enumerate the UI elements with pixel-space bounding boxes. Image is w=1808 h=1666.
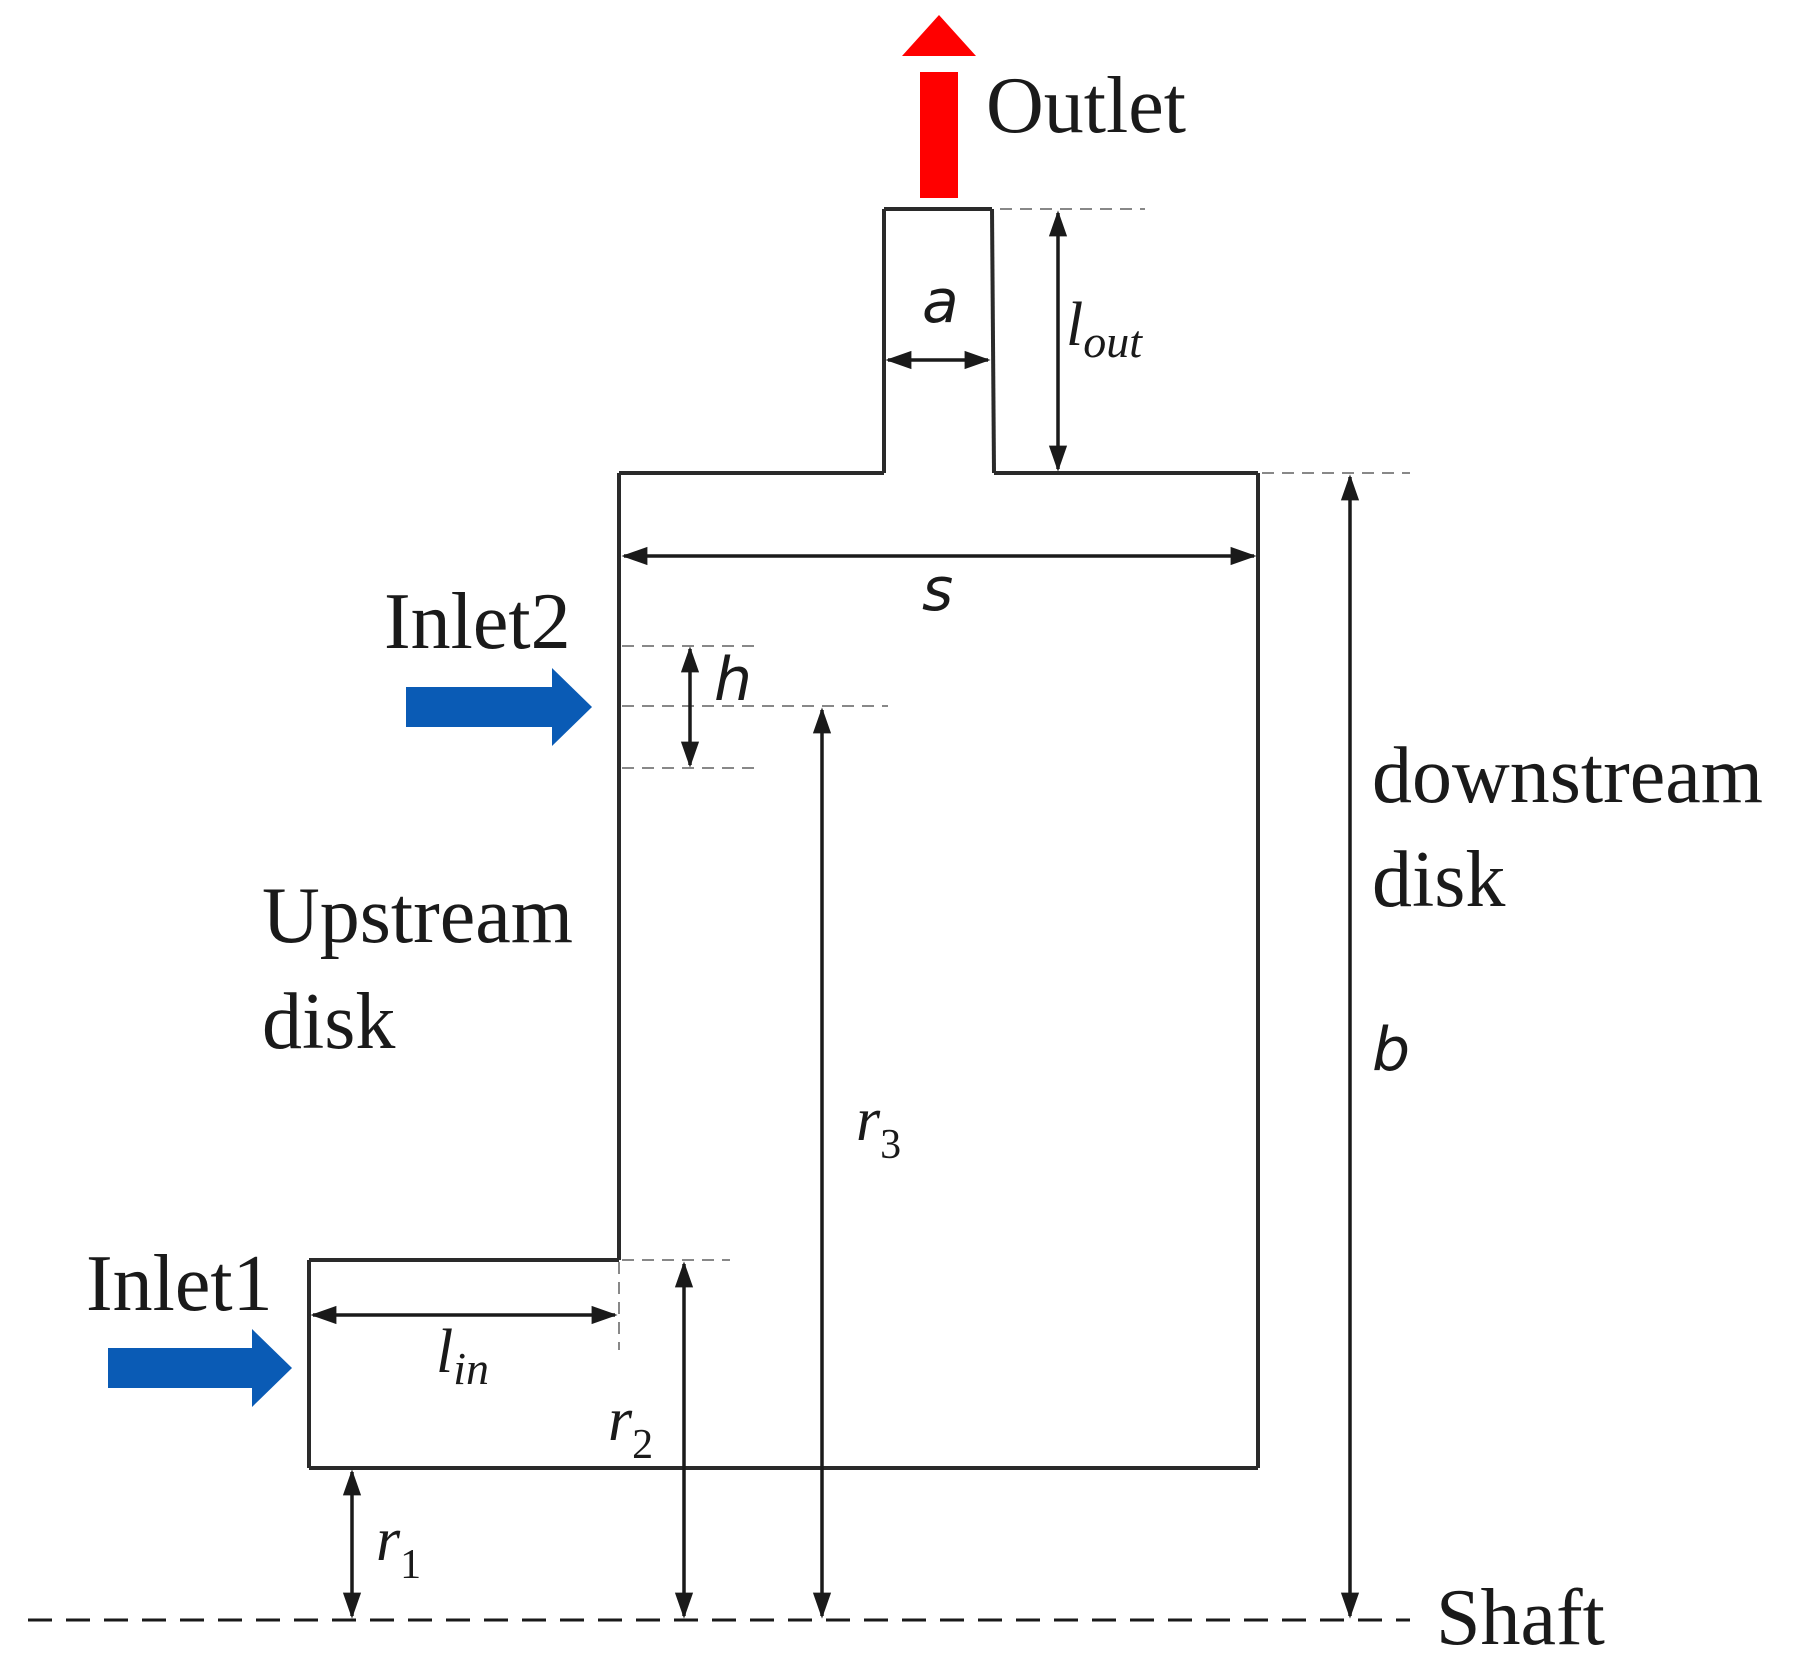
downstream-disk-label-line1: downstream [1372, 732, 1763, 820]
symbol-r2: r2 [608, 1386, 653, 1468]
symbol-b: b [1372, 1015, 1410, 1085]
inlet2-label: Inlet2 [384, 578, 571, 666]
reference-dashed-lines [28, 208, 1410, 1622]
shaft-label: Shaft [1436, 1574, 1605, 1662]
symbol-h: h [714, 645, 752, 715]
inlet1-label: Inlet1 [86, 1240, 273, 1328]
outlet-arrow [902, 15, 976, 198]
symbol-r3: r3 [856, 1086, 901, 1168]
dimension-arrows [310, 210, 1360, 1619]
upstream-disk-label-line2: disk [262, 978, 395, 1066]
symbol-r1: r1 [376, 1506, 421, 1588]
inlet1-arrow [108, 1329, 292, 1407]
cavity-outline [307, 207, 1260, 1470]
downstream-disk-label-line2: disk [1372, 836, 1505, 924]
inlet2-arrow [406, 668, 592, 746]
symbol-s: s [922, 555, 953, 625]
upstream-disk-label-line1: Upstream [262, 872, 573, 960]
symbol-l-out: lout [1066, 291, 1143, 367]
symbol-a: a [922, 267, 959, 337]
symbol-l-in: lin [436, 1318, 489, 1394]
outlet-label: Outlet [986, 62, 1186, 150]
